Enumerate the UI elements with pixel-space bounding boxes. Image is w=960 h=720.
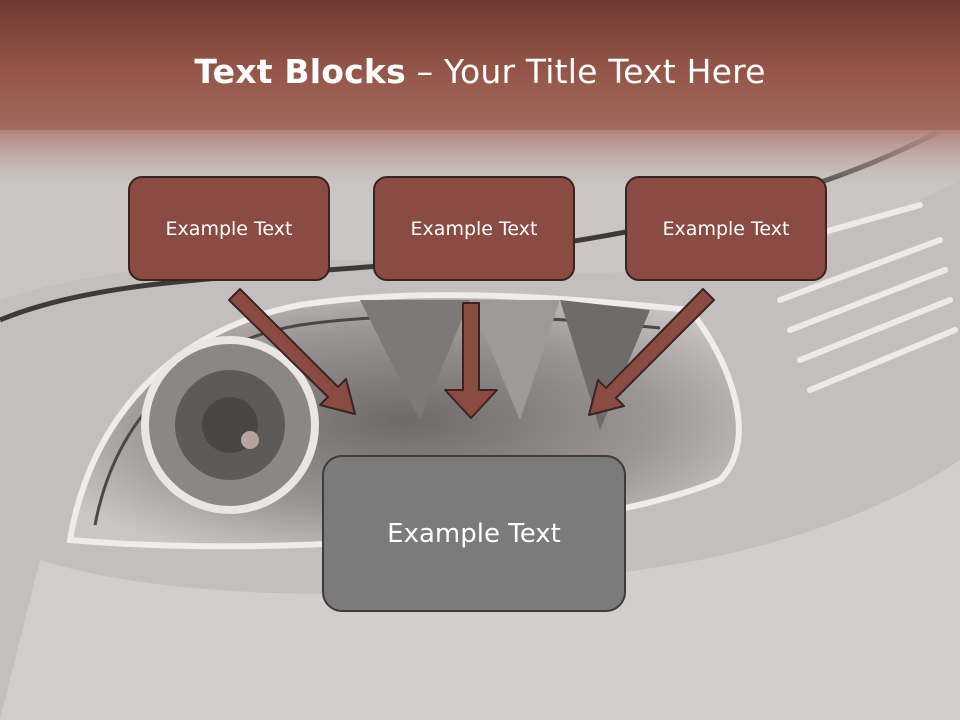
arrow-down-right-icon — [228, 288, 356, 415]
text-block-3[interactable]: Example Text — [625, 176, 827, 281]
page-title: Text Blocks – Your Title Text Here — [0, 52, 960, 91]
arrow-down-left-icon — [588, 288, 715, 416]
title-rest: – Your Title Text Here — [405, 52, 766, 91]
target-text-block-label: Example Text — [387, 518, 561, 549]
text-block-2-label: Example Text — [410, 217, 538, 240]
target-text-block[interactable]: Example Text — [322, 455, 626, 612]
text-block-3-label: Example Text — [662, 217, 790, 240]
title-bold: Text Blocks — [194, 52, 406, 91]
text-block-2[interactable]: Example Text — [373, 176, 575, 281]
arrow-down-icon — [444, 302, 498, 419]
text-block-1[interactable]: Example Text — [128, 176, 330, 281]
text-block-1-label: Example Text — [165, 217, 293, 240]
